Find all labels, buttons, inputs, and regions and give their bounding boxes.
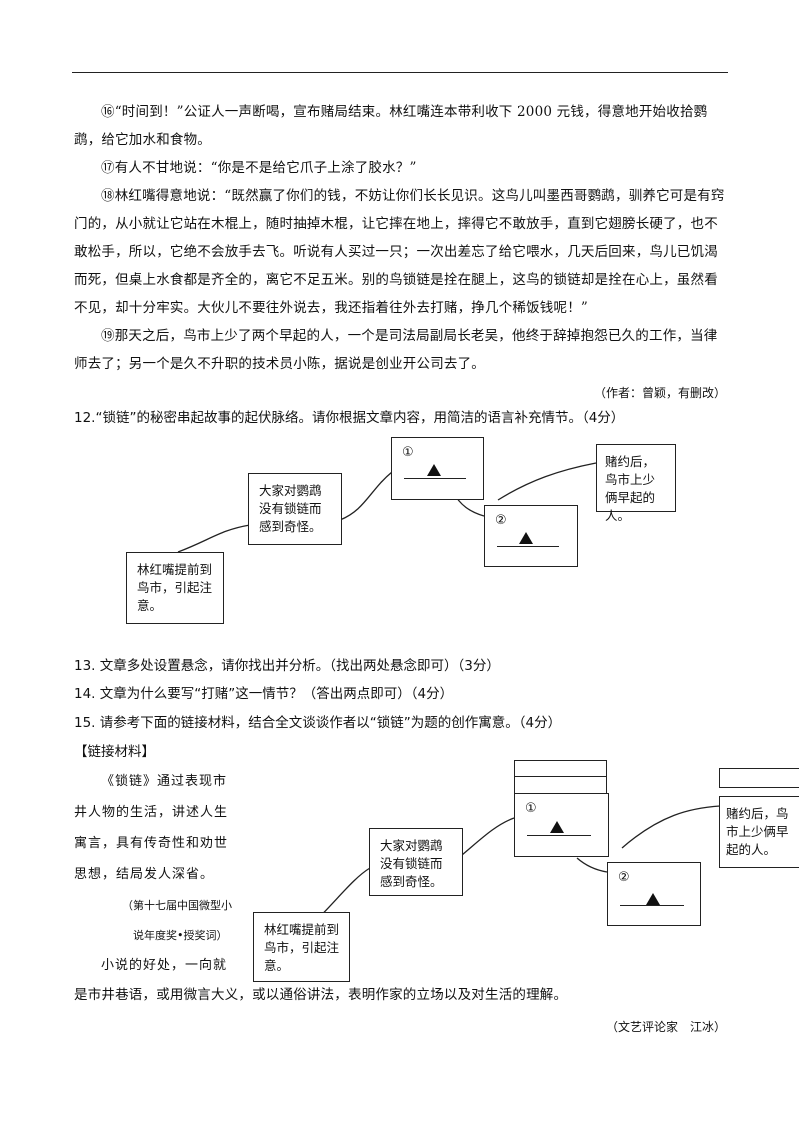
diagram2-box-1: ① bbox=[514, 793, 609, 857]
box-b-text: 大家对鹦鹉没有锁链而感到奇怪。 bbox=[259, 483, 322, 534]
link-material-heading: 【链接材料】 bbox=[74, 744, 155, 760]
author-credit: （作者：曾颖，有删改） bbox=[593, 386, 726, 400]
diagram-box-b: 大家对鹦鹉没有锁链而感到奇怪。 bbox=[248, 473, 342, 545]
diagram2-box-a: 林红嘴提前到鸟市，引起注意。 bbox=[253, 912, 350, 982]
award-line-1: （第十七届中国微型小 bbox=[122, 899, 232, 912]
award-line-2: 说年度奖•授奖词） bbox=[133, 929, 228, 942]
question-12: 12.“锁链”的秘密串起故事的起伏脉络。请你根据文章内容，用简洁的语言补充情节。… bbox=[74, 410, 625, 426]
answer-line bbox=[497, 546, 559, 547]
box-e-text: 赌约后，鸟市上少俩早起的人。 bbox=[726, 806, 789, 857]
triangle-marker-icon bbox=[519, 532, 533, 544]
paragraph-19: ⑲那天之后，鸟市上少了两个早起的人，一个是司法局副局长老吴，他终于辞掉抱怨已久的… bbox=[74, 328, 718, 372]
box-2-label: ② bbox=[495, 513, 507, 528]
paragraph-18: ⑱林红嘴得意地说：“既然赢了你们的钱，不妨让你们长长见识。这鸟儿叫墨西哥鹦鹉，驯… bbox=[74, 188, 725, 316]
paragraph-16: ⑯“时间到！”公证人一声断喝，宣布赌局结束。林红嘴连本带利收下 2000 元钱，… bbox=[74, 104, 708, 148]
diagram-box-1: ① bbox=[391, 437, 484, 500]
quote-line-1: 小说的好处，一向就 bbox=[101, 958, 228, 973]
diagram-box-e: 赌约后，鸟市上少俩早起的人。 bbox=[596, 444, 676, 523]
quote-line-2: 是市井巷语，或用微言大义，或以通俗讲法，表明作家的立场以及对生活的理解。 bbox=[74, 987, 568, 1003]
box-2-label: ② bbox=[618, 870, 630, 885]
diagram2-box-2: ② bbox=[607, 862, 701, 926]
diagram2-box-e-back bbox=[719, 768, 799, 788]
critic-credit: （文艺评论家 江冰） bbox=[605, 1020, 726, 1034]
diagram2-box-b: 大家对鹦鹉没有锁链而感到奇怪。 bbox=[369, 828, 463, 896]
answer-line bbox=[404, 478, 466, 479]
box-1-label: ① bbox=[402, 445, 414, 460]
triangle-marker-icon bbox=[427, 464, 441, 476]
question-13: 13. 文章多处设置悬念，请你找出并分析。（找出两处悬念即可）（3分） bbox=[74, 658, 500, 674]
answer-line bbox=[527, 835, 591, 836]
box-e-text: 赌约后，鸟市上少俩早起的人。 bbox=[605, 454, 656, 523]
box-a-text: 林红嘴提前到鸟市，引起注意。 bbox=[264, 922, 340, 973]
answer-line bbox=[620, 905, 684, 906]
link-material-text: 《锁链》通过表现市 井人物的生活，讲述人生 寓言，具有传奇性和劝世 思想，结局发… bbox=[74, 766, 254, 890]
question-14: 14. 文章为什么要写“打赌”这一情节？（答出两点即可）（4分） bbox=[74, 686, 454, 702]
link-line-3: 寓言，具有传奇性和劝世 bbox=[74, 836, 229, 851]
triangle-marker-icon bbox=[550, 821, 564, 833]
paragraph-17: ⑰有人不甘地说：“你是不是给它爪子上涂了胶水？” bbox=[101, 160, 417, 176]
top-rule bbox=[72, 72, 728, 73]
box-1-label: ① bbox=[525, 801, 537, 816]
link-line-2: 井人物的生活，讲述人生 bbox=[74, 805, 229, 820]
diagram-box-2: ② bbox=[484, 505, 578, 567]
link-line-4: 思想，结局发人深省。 bbox=[74, 867, 215, 882]
diagram2-box-e: 赌约后，鸟市上少俩早起的人。 bbox=[719, 796, 799, 868]
box-a-text: 林红嘴提前到鸟市，引起注意。 bbox=[137, 562, 213, 613]
diagram-box-a: 林红嘴提前到鸟市，引起注意。 bbox=[126, 552, 224, 624]
triangle-marker-icon bbox=[646, 893, 660, 905]
link-line-1: 《锁链》通过表现市 bbox=[101, 774, 228, 789]
box-b-text: 大家对鹦鹉没有锁链而感到奇怪。 bbox=[380, 838, 443, 889]
question-15: 15. 请参考下面的链接材料，结合全文谈谈作者以“锁链”为题的创作寓意。（4分） bbox=[74, 715, 562, 731]
